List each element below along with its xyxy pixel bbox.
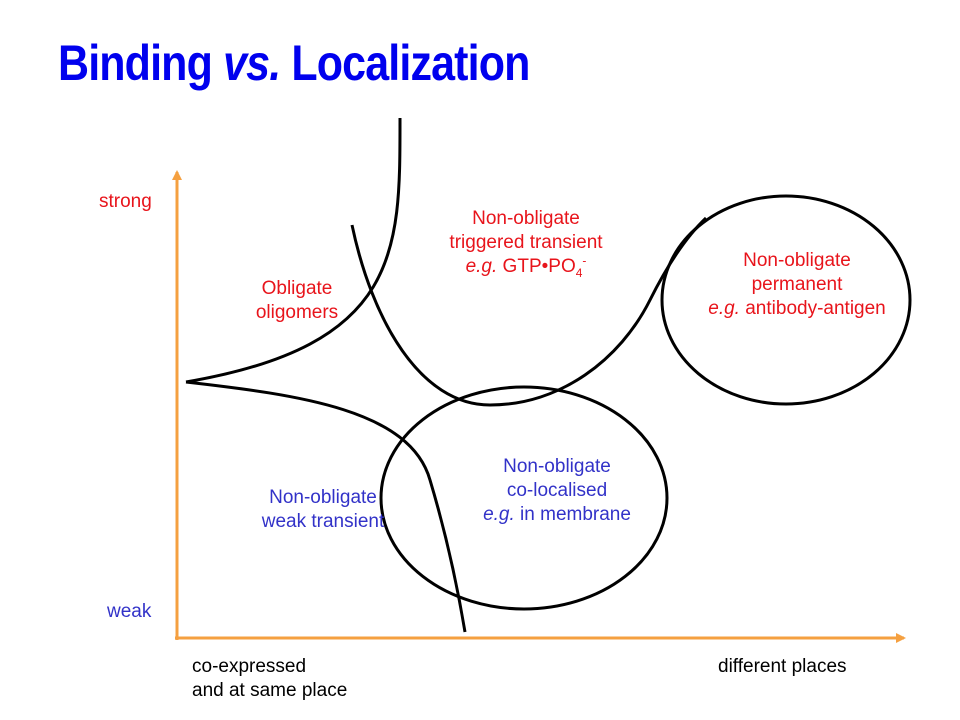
region-triggered-transient: Non-obligate triggered transient e.g. GT…: [449, 207, 602, 279]
region-colocalised-line2: co-localised: [506, 480, 608, 501]
region-permanent-line2: permanent: [751, 274, 843, 295]
region-obligate-oligomers: Obligate oligomers: [256, 277, 338, 325]
region-obligate-line1: Obligate: [261, 278, 333, 299]
region-permanent-eg: e.g.: [708, 298, 740, 319]
page-title: Binding vs. Localization: [58, 38, 530, 88]
x-axis-label-left: co-expressed and at same place: [192, 655, 347, 703]
region-permanent: Non-obligate permanent e.g. antibody-ant…: [708, 249, 885, 321]
region-colocalised-example-text: in membrane: [514, 504, 631, 525]
region-colocalised-line1: Non-obligate: [503, 456, 611, 477]
region-permanent-example-text: antibody-antigen: [739, 298, 886, 319]
region-colocalised: Non-obligate co-localised e.g. in membra…: [483, 455, 631, 527]
region-weak-line1: Non-obligate: [269, 487, 377, 508]
region-triggered-example-main: GTP•PO: [497, 256, 576, 277]
y-axis-label-weak: weak: [107, 601, 152, 622]
x-axis-label-right: different places: [718, 656, 847, 677]
title-part-vs: vs.: [223, 35, 281, 91]
x-axis-label-left-line2: and at same place: [192, 680, 348, 701]
region-triggered-line2: triggered transient: [449, 232, 603, 253]
region-weak-transient: Non-obligate weak transient: [262, 486, 385, 534]
region-colocalised-eg: e.g.: [483, 504, 515, 525]
region-permanent-line1: Non-obligate: [743, 250, 851, 271]
ellipse-permanent: [660, 194, 912, 406]
title-part-binding: Binding: [58, 35, 224, 91]
region-colocalised-example: e.g. in membrane: [483, 503, 631, 527]
curve-weak-boundary: [185, 380, 467, 633]
region-triggered-example-sup: -: [582, 253, 587, 268]
region-triggered-example-sub: 4: [575, 265, 583, 280]
curve-obligate-boundary: [185, 117, 402, 384]
region-obligate-line2: oligomers: [255, 302, 339, 323]
title-part-localization: Localization: [280, 35, 530, 91]
y-axis-label-strong: strong: [99, 191, 152, 212]
region-triggered-eg: e.g.: [465, 256, 498, 277]
ellipse-colocalised: [379, 385, 669, 611]
region-weak-line2: weak transient: [261, 511, 385, 532]
x-axis-label-left-line1: co-expressed: [192, 656, 307, 677]
region-triggered-example: e.g. GTP•PO4-: [449, 255, 602, 279]
region-triggered-line1: Non-obligate: [472, 208, 580, 229]
region-permanent-example: e.g. antibody-antigen: [708, 297, 885, 321]
